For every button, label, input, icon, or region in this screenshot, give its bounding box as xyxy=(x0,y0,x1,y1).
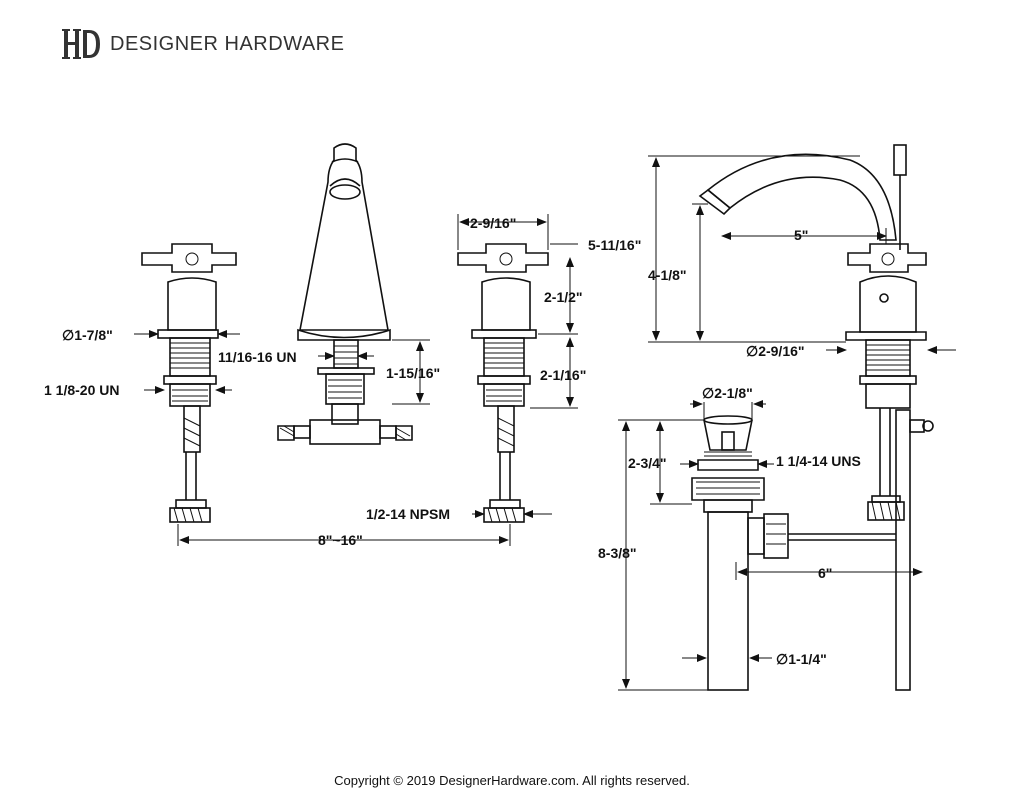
dim-drain-dia: ∅2-1/8" xyxy=(702,385,753,401)
dim-spout-thread: 11/16-16 UN xyxy=(218,349,297,365)
dimension-lines xyxy=(134,155,956,691)
dim-pop-up-rod: 6" xyxy=(818,565,832,581)
dim-drain-thread: 1 1/4-14 UNS xyxy=(776,453,861,469)
dim-handle-shank: 2-1/16" xyxy=(540,367,586,383)
dim-spout-clearance: 4-1/8" xyxy=(648,267,687,283)
dim-spout-height: 5-11/16" xyxy=(588,237,641,253)
spout-front-drawing xyxy=(277,143,413,445)
brand-logo-icon xyxy=(62,29,100,59)
left-handle-drawing xyxy=(141,243,237,523)
dim-spout-reach: 5" xyxy=(794,227,808,243)
dim-spread: 8"~16" xyxy=(318,532,363,548)
dim-handle-height: 2-1/2" xyxy=(544,289,583,305)
dim-handle-thread: 1 1/8-20 UN xyxy=(44,382,119,398)
dim-supply-thread: 1/2-14 NPSM xyxy=(366,506,450,522)
dim-tailpiece-dia: ∅1-1/4" xyxy=(776,651,827,667)
brand-name: DESIGNER HARDWARE xyxy=(110,32,345,55)
dim-spout-shank: 1-15/16" xyxy=(386,365,440,381)
dim-tailpiece-length: 8-3/8" xyxy=(598,545,637,561)
right-handle-drawing xyxy=(457,243,549,523)
brand-header: DESIGNER HARDWARE xyxy=(62,26,344,62)
side-view-drawing xyxy=(691,144,934,691)
dim-handle-dia: ∅1-7/8" xyxy=(62,327,113,343)
dim-base-dia: ∅2-9/16" xyxy=(746,343,805,359)
dim-drain-height: 2-3/4" xyxy=(628,455,667,471)
dim-handle-width: 2-9/16" xyxy=(470,215,516,231)
copyright-footer: Copyright © 2019 DesignerHardware.com. A… xyxy=(334,773,690,788)
